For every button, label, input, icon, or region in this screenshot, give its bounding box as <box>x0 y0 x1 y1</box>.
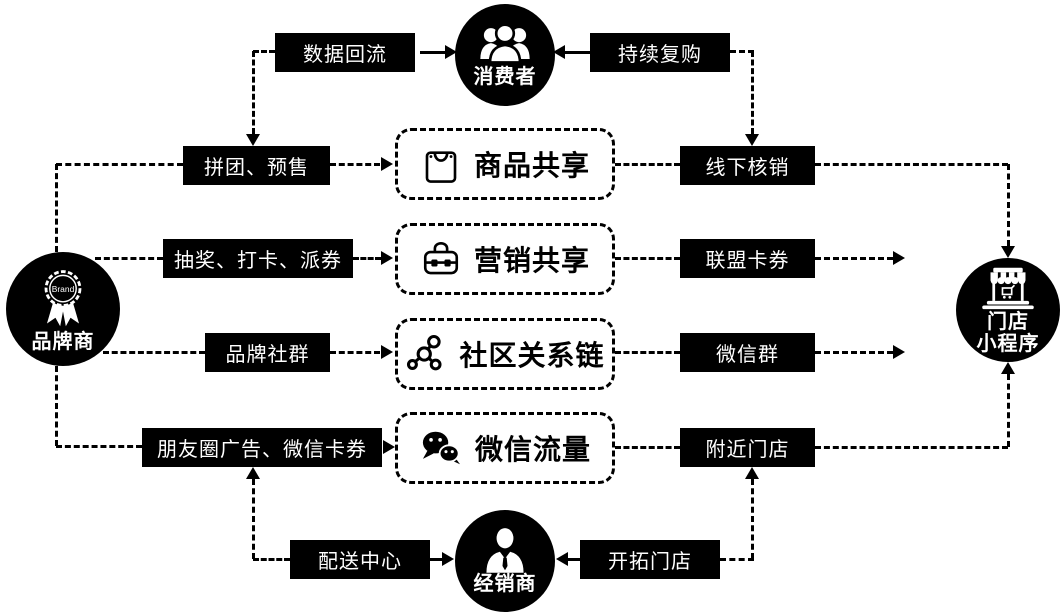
connector-line <box>615 163 680 166</box>
connector-line <box>565 51 590 54</box>
person-icon <box>478 527 532 573</box>
arrowhead <box>381 345 393 359</box>
brand-medal-icon: Brand <box>32 265 94 331</box>
arrowhead <box>246 467 260 479</box>
arrowhead <box>383 440 395 454</box>
row4-right-label-text: 附近门店 <box>705 439 790 461</box>
node-distributor-label: 经销商 <box>473 572 537 595</box>
row1-center-box: 商品共享 <box>395 128 615 200</box>
storefront-miniprogram-icon <box>978 265 1038 311</box>
connector-line <box>1007 164 1010 246</box>
toolbox-icon <box>420 238 462 280</box>
arrowhead <box>381 157 393 171</box>
arrowhead <box>553 45 565 59</box>
row3-right-label-text: 微信群 <box>716 344 779 366</box>
row3-center-box: 社区关系链 <box>395 318 615 390</box>
connector-line <box>55 366 58 446</box>
node-store-miniprogram: 门店 小程序 <box>956 258 1060 362</box>
node-consumer: 消费者 <box>455 4 555 106</box>
row1-center-box-text: 商品共享 <box>473 150 590 181</box>
row2-left-label: 抽奖、打卡、派券 <box>163 239 353 278</box>
row1-right-label-text: 线下核销 <box>705 157 790 179</box>
node-distributor: 经销商 <box>455 510 555 612</box>
connector-line <box>615 257 680 260</box>
connector-line <box>103 351 205 354</box>
edge-label-open-stores-text: 开拓门店 <box>608 551 692 573</box>
node-store-label-line2: 小程序 <box>976 333 1040 355</box>
connector-line <box>56 163 183 166</box>
connector-line <box>353 257 381 260</box>
node-brand: Brand 品牌商 <box>6 252 120 366</box>
row2-right-label-text: 联盟卡券 <box>705 250 790 272</box>
row4-right-label: 附近门店 <box>680 428 815 467</box>
node-brand-label: 品牌商 <box>31 330 95 353</box>
row4-center-box-text: 微信流量 <box>474 434 591 465</box>
connector-line <box>252 51 255 134</box>
arrowhead <box>442 552 454 566</box>
connector-line <box>568 558 580 561</box>
row1-left-label: 拼团、预售 <box>183 146 330 185</box>
edge-label-repeat-purchase: 持续复购 <box>590 33 730 72</box>
shopping-bag-icon <box>420 142 462 186</box>
arrowhead <box>381 251 393 265</box>
row3-right-label: 微信群 <box>680 333 815 372</box>
row1-left-label-text: 拼团、预售 <box>204 157 309 179</box>
connector-line <box>751 479 754 559</box>
arrowhead <box>246 134 260 146</box>
wechat-icon <box>419 429 463 467</box>
node-consumer-label: 消费者 <box>473 65 537 88</box>
edge-label-delivery-center: 配送中心 <box>290 540 430 579</box>
row4-left-label-text: 朋友圈广告、微信卡券 <box>157 439 367 461</box>
arrowhead <box>745 134 759 146</box>
edge-label-data-backflow: 数据回流 <box>275 33 415 72</box>
connector-line <box>55 164 58 252</box>
arrowhead <box>1001 362 1015 374</box>
row3-center-box-text: 社区关系链 <box>459 340 605 371</box>
row2-left-label-text: 抽奖、打卡、派券 <box>174 250 342 272</box>
row1-right-label: 线下核销 <box>680 146 815 185</box>
connector-line <box>253 50 275 53</box>
edge-label-repeat-purchase-text: 持续复购 <box>618 44 702 66</box>
connector-line <box>1007 374 1010 447</box>
node-store-label-line1: 门店 <box>987 310 1029 333</box>
connector-line <box>815 163 1008 166</box>
connector-line <box>815 351 893 354</box>
edge-label-data-backflow-text: 数据回流 <box>303 44 387 66</box>
edge-label-open-stores: 开拓门店 <box>580 540 720 579</box>
connector-line <box>420 51 446 54</box>
connector-line <box>330 351 380 354</box>
connector-line <box>615 446 680 449</box>
row2-center-box: 营销共享 <box>395 223 615 295</box>
connector-line <box>815 446 1008 449</box>
connector-line <box>330 163 380 166</box>
arrowhead <box>445 45 457 59</box>
edge-label-delivery-center-text: 配送中心 <box>318 551 402 573</box>
connector-line <box>815 257 893 260</box>
row2-right-label: 联盟卡券 <box>680 239 815 278</box>
brand-badge-text: Brand <box>52 284 75 294</box>
network-icon <box>405 333 447 375</box>
row2-center-box-text: 营销共享 <box>473 245 590 276</box>
connector-line <box>730 50 754 53</box>
connector-line <box>615 351 680 354</box>
arrowhead <box>1001 246 1015 258</box>
row4-left-label: 朋友圈广告、微信卡券 <box>142 428 382 467</box>
arrowhead <box>745 467 759 479</box>
connector-line <box>252 479 255 559</box>
arrowhead <box>893 251 905 265</box>
connector-line <box>56 445 142 448</box>
row4-center-box: 微信流量 <box>395 412 615 484</box>
connector-line <box>95 257 163 260</box>
people-group-icon <box>476 22 534 66</box>
connector-line <box>720 558 754 561</box>
row3-left-label-text: 品牌社群 <box>225 344 310 366</box>
row3-left-label: 品牌社群 <box>205 333 330 372</box>
connector-line <box>751 51 754 134</box>
connector-line <box>253 558 290 561</box>
arrowhead <box>556 552 568 566</box>
arrowhead <box>893 345 905 359</box>
connector-line <box>430 558 442 561</box>
